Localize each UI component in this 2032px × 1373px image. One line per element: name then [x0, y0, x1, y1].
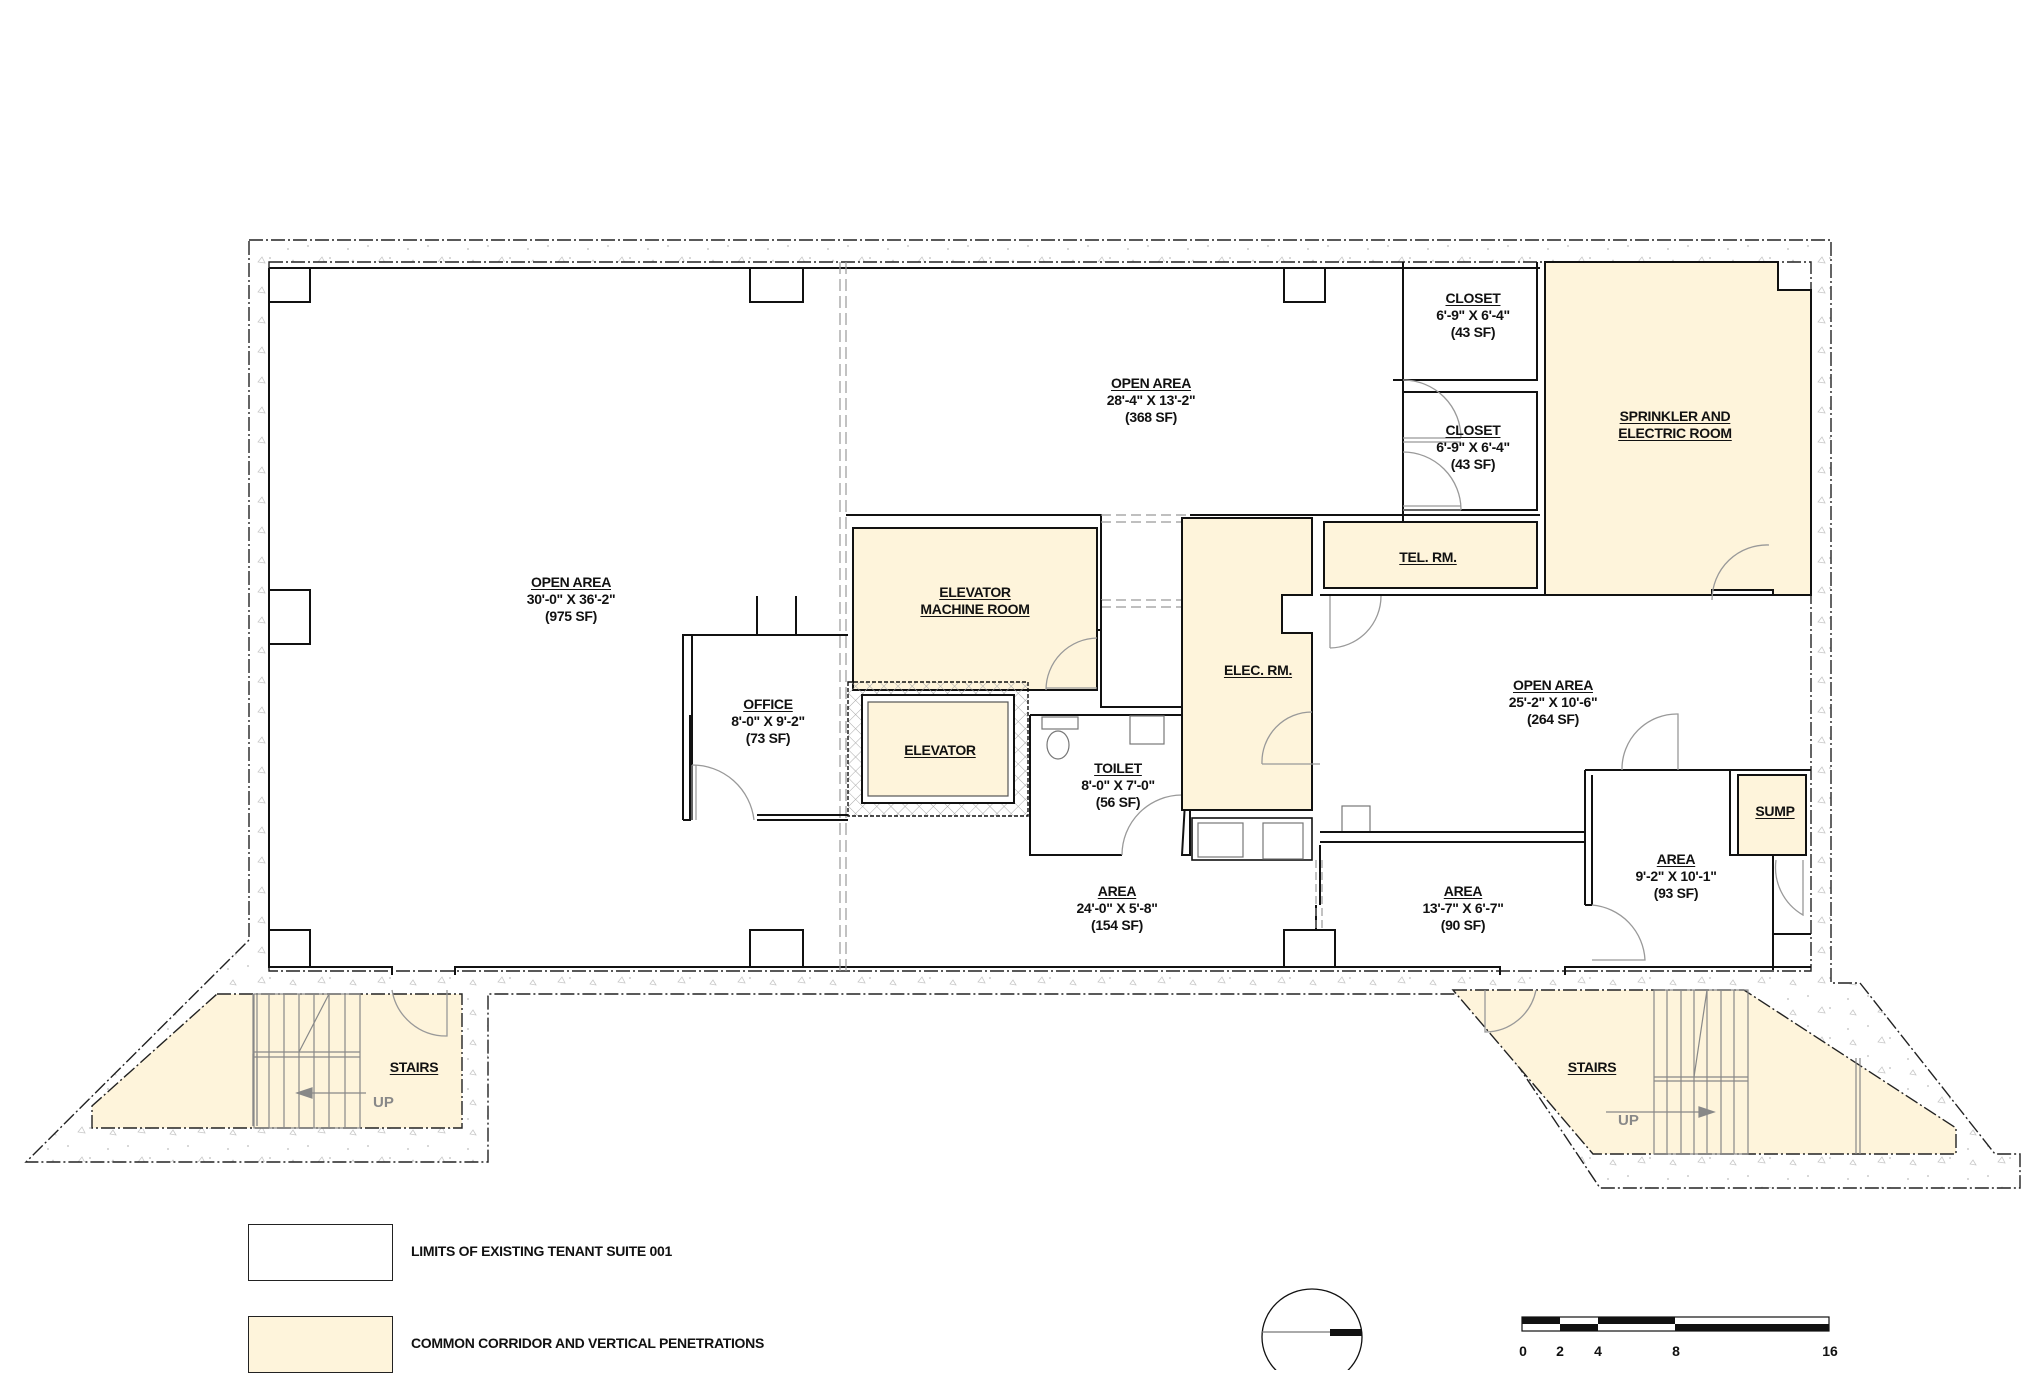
room-area: (93 SF) — [1653, 885, 1699, 901]
scale-tick-2: 2 — [1556, 1343, 1564, 1359]
sink-icon-east — [1341, 805, 1371, 833]
room-area: (975 SF) — [544, 608, 598, 624]
room-dims: 8'-0" X 7'-0" — [1081, 777, 1155, 793]
room-name: OPEN AREA — [1110, 375, 1191, 391]
room-area: (43 SF) — [1450, 456, 1496, 472]
room-name-line2: ELECTRIC ROOM — [1618, 425, 1732, 441]
elevator-machine-room-shape — [852, 527, 1098, 691]
room-area: (56 SF) — [1095, 794, 1141, 810]
pilasters — [269, 267, 1811, 970]
room-name: ELEC. RM. — [1223, 662, 1293, 678]
legend-swatch-tenant — [248, 1224, 393, 1281]
closet-walls — [1393, 262, 1538, 566]
room-name: STAIRS — [1567, 1059, 1617, 1075]
room-name: CLOSET — [1445, 290, 1501, 306]
closet-door-icons — [1402, 379, 1462, 511]
scale-bar — [1521, 1316, 1830, 1332]
room-label-open-area-east: OPEN AREA 25'-2" X 10'-6" (264 SF) — [1509, 677, 1598, 728]
room-label-area-east: AREA 9'-2" X 10'-1" (93 SF) — [1635, 851, 1716, 902]
scale-tick-16: 16 — [1822, 1343, 1838, 1359]
room-label-elec-rm: ELEC. RM. — [1224, 662, 1292, 679]
room-label-stairs-west: STAIRS — [390, 1059, 439, 1076]
sump-room-shape — [1737, 774, 1807, 856]
legend-label-tenant: LIMITS OF EXISTING TENANT SUITE 001 — [411, 1243, 672, 1259]
legend-label-common: COMMON CORRIDOR AND VERTICAL PENETRATION… — [411, 1335, 764, 1351]
room-label-area-south: AREA 24'-0" X 5'-8" (154 SF) — [1076, 883, 1157, 934]
room-name: AREA — [1443, 883, 1483, 899]
room-label-tel-rm: TEL. RM. — [1399, 549, 1457, 566]
tel-room-shape — [1323, 521, 1538, 589]
room-label-stairs-east: STAIRS — [1568, 1059, 1617, 1076]
legend-swatch-common — [248, 1316, 393, 1373]
room-name-line2: MACHINE ROOM — [920, 601, 1030, 617]
stairs-up-label-west: UP — [373, 1094, 394, 1111]
room-label-closet-1: CLOSET 6'-9" X 6'-4" (43 SF) — [1436, 290, 1510, 341]
room-area: (90 SF) — [1440, 917, 1486, 933]
room-dims: 8'-0" X 9'-2" — [731, 713, 805, 729]
room-name: OPEN AREA — [530, 574, 611, 590]
room-name: AREA — [1097, 883, 1137, 899]
stair-treads-west — [252, 993, 366, 1129]
stairs-up-label-east: UP — [1618, 1112, 1639, 1129]
room-name: OFFICE — [743, 696, 793, 712]
stair-treads-east — [1606, 989, 1861, 1155]
room-label-open-area-west: OPEN AREA 30'-0" X 36'-2" (975 SF) — [527, 574, 616, 625]
scale-tick-0: 0 — [1519, 1343, 1527, 1359]
room-label-sprinkler-electric: SPRINKLER AND ELECTRIC ROOM — [1618, 408, 1732, 442]
room-label-open-area-north: OPEN AREA 28'-4" X 13'-2" (368 SF) — [1107, 375, 1196, 426]
scale-tick-8: 8 — [1672, 1343, 1680, 1359]
room-label-toilet: TOILET 8'-0" X 7'-0" (56 SF) — [1081, 760, 1155, 811]
room-name: CLOSET — [1445, 422, 1501, 438]
room-label-closet-2: CLOSET 6'-9" X 6'-4" (43 SF) — [1436, 422, 1510, 473]
room-area: (264 SF) — [1526, 711, 1580, 727]
toilet-fixture-icon — [1046, 730, 1070, 760]
room-name: ELEVATOR — [904, 742, 976, 758]
room-dims: 25'-2" X 10'-6" — [1508, 694, 1598, 710]
north-arrow-icon — [1261, 1288, 1363, 1370]
room-name: SPRINKLER AND — [1619, 408, 1731, 424]
room-area: (368 SF) — [1124, 409, 1178, 425]
room-area: (43 SF) — [1450, 324, 1496, 340]
room-dims: 6'-9" X 6'-4" — [1436, 307, 1510, 323]
room-name: STAIRS — [389, 1059, 439, 1075]
office-walls — [682, 596, 848, 821]
room-area: (154 SF) — [1090, 917, 1144, 933]
room-name: OPEN AREA — [1512, 677, 1593, 693]
room-name: TEL. RM. — [1399, 549, 1457, 565]
elec-room-shape — [1181, 517, 1313, 811]
room-dims: 9'-2" X 10'-1" — [1635, 868, 1717, 884]
room-name: AREA — [1656, 851, 1696, 867]
room-dims: 30'-0" X 36'-2" — [526, 591, 616, 607]
room-dims: 24'-0" X 5'-8" — [1076, 900, 1158, 916]
room-label-area-mid: AREA 13'-7" X 6'-7" (90 SF) — [1422, 883, 1503, 934]
room-dims: 28'-4" X 13'-2" — [1106, 392, 1196, 408]
room-label-elevator-machine: ELEVATOR MACHINE ROOM — [920, 584, 1029, 618]
room-dims: 6'-9" X 6'-4" — [1436, 439, 1510, 455]
room-label-sump: SUMP — [1755, 803, 1795, 820]
room-area: (73 SF) — [745, 730, 791, 746]
sink-icon — [1197, 822, 1244, 858]
room-dims: 13'-7" X 6'-7" — [1422, 900, 1504, 916]
room-label-elevator: ELEVATOR — [904, 742, 976, 759]
room-name: SUMP — [1755, 803, 1795, 819]
toilet-sink-icon — [1129, 715, 1165, 745]
room-name: TOILET — [1094, 760, 1142, 776]
room-label-office: OFFICE 8'-0" X 9'-2" (73 SF) — [731, 696, 805, 747]
scale-tick-4: 4 — [1594, 1343, 1602, 1359]
room-name: ELEVATOR — [939, 584, 1011, 600]
